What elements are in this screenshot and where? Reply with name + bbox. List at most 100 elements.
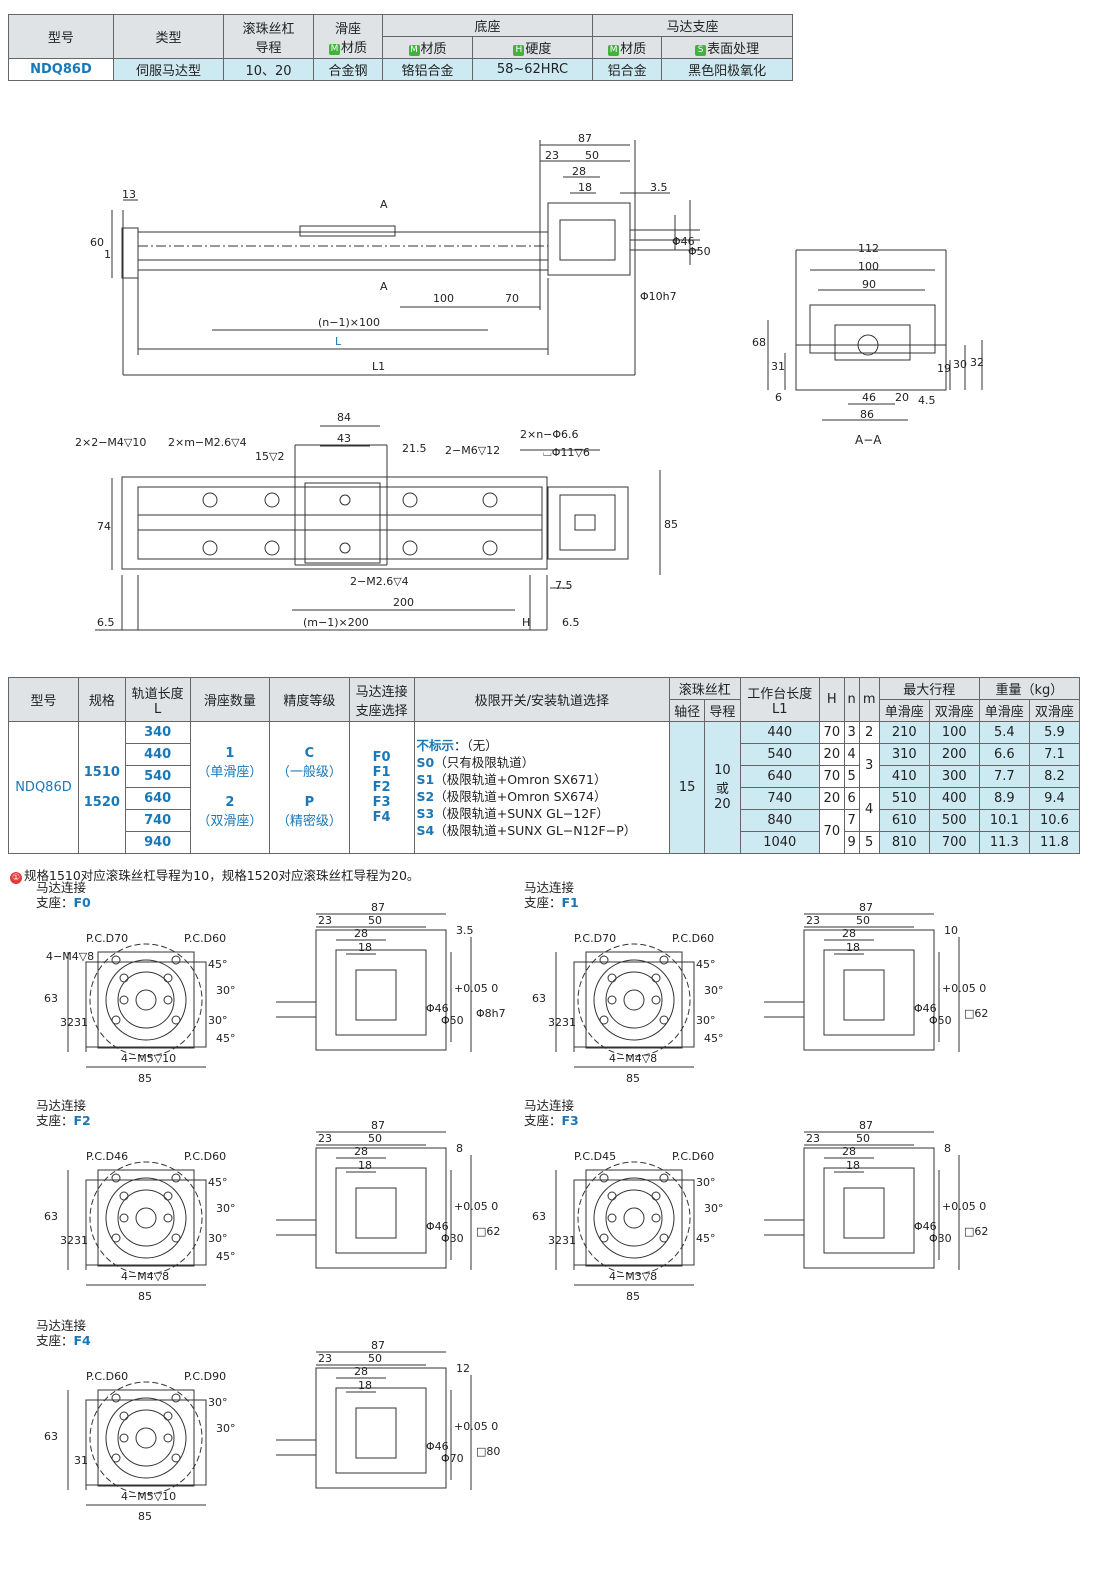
mount-title: 马达连接	[36, 1098, 87, 1113]
dim-label: 32	[60, 1016, 74, 1029]
surface-badge-icon: S	[695, 45, 707, 56]
hardness-badge-icon: H	[513, 45, 525, 56]
dim-label: □62	[964, 1225, 988, 1238]
o-s1-5: 810	[878, 831, 930, 854]
dim-18: 18	[578, 181, 592, 194]
dim-label: 63	[532, 1210, 546, 1223]
angle-label: 45°	[216, 1032, 236, 1045]
o-s1-1: 310	[878, 743, 930, 766]
mount-code: F4	[73, 1333, 91, 1348]
o-L1-2: 640	[739, 765, 821, 788]
dim-label: +0.05 0	[454, 982, 498, 995]
o-hdr-w-single: 单滑座	[978, 699, 1030, 722]
row-model: NDQ86D	[8, 58, 114, 81]
dim-label: 8	[944, 1142, 951, 1155]
o-hdr-n: n	[843, 677, 860, 722]
dim-s20: 20	[895, 391, 909, 404]
o-H-1: 20	[819, 743, 845, 766]
dim-label: 23	[806, 1132, 820, 1145]
mount-view-title: 马达连接支座：F1	[524, 880, 579, 910]
o-hdr-lead: 导程	[704, 699, 741, 722]
dim-s6: 6	[775, 391, 782, 404]
dim-4-5: 4.5	[918, 394, 936, 407]
dim-86: 86	[860, 408, 874, 421]
row-mount-surface: 黑色阳极氧化	[661, 58, 793, 81]
mount-title: 马达连接	[524, 880, 575, 895]
dim-112: 112	[858, 242, 879, 255]
o-hdr-shaft: 轴径	[668, 699, 706, 722]
dim-7-5: 7.5	[555, 579, 573, 592]
pcd-label: P.C.D60	[184, 932, 226, 945]
mount-title: 马达连接	[36, 880, 87, 895]
o-limit-options: 不标示：（无） S0（只有极限轨道） S1（极限轨道+Omron SX671） …	[413, 721, 671, 854]
o-s1-2: 410	[878, 765, 930, 788]
dim-label: Φ46	[426, 1440, 449, 1453]
dim-68: 68	[752, 336, 766, 349]
dim-label: 12	[456, 1362, 470, 1375]
o-shaft: 15	[668, 721, 706, 854]
o-w2-5: 11.8	[1028, 831, 1081, 854]
dim-label: 18	[358, 1159, 372, 1172]
callout-m6: 2−M6▽12	[445, 444, 500, 457]
dim-label: Φ30	[929, 1232, 952, 1245]
dim-label: 28	[354, 1365, 368, 1378]
dim-label: +0.05 0	[942, 1200, 986, 1213]
dim-label: 63	[532, 992, 546, 1005]
dim-74: 74	[97, 520, 111, 533]
limit-option: S0（只有极限轨道）	[416, 754, 535, 770]
dim-label: □62	[476, 1225, 500, 1238]
dim-label: 31	[74, 1234, 88, 1247]
dim-23: 23	[545, 149, 559, 162]
mount-subtitle: 支座：F1	[524, 895, 579, 910]
dim-85: 85	[664, 518, 678, 531]
o-s2-4: 500	[928, 809, 980, 832]
dim-43: 43	[337, 432, 351, 445]
dim-label: 31	[74, 1454, 88, 1467]
o-hdr-double: 双滑座	[928, 699, 980, 722]
angle-label: 45°	[208, 1176, 228, 1189]
mount-view-title: 马达连接支座：F0	[36, 880, 91, 910]
dim-label: 87	[859, 901, 873, 914]
o-hdr-mount: 马达连接支座选择	[348, 677, 415, 722]
mount-view-title: 马达连接支座：F4	[36, 1318, 91, 1348]
row-slider-material: 合金钢	[312, 58, 384, 81]
o-w1-5: 11.3	[978, 831, 1030, 854]
dim-phi46: Φ46	[672, 235, 695, 248]
o-rail-4: 740	[124, 809, 191, 832]
o-m-5: 5	[858, 831, 880, 854]
angle-label: 45°	[696, 1232, 716, 1245]
section-a-bottom: A	[380, 280, 388, 293]
o-rail-5: 940	[124, 831, 191, 854]
dim-label: Φ46	[914, 1002, 937, 1015]
pcd-label: P.C.D60	[86, 1370, 128, 1383]
pcd-label: P.C.D45	[574, 1150, 616, 1163]
dim-L: L	[335, 335, 342, 348]
angle-label: 45°	[696, 958, 716, 971]
section-a-top: A	[380, 198, 388, 211]
o-rail-1: 440	[124, 743, 191, 766]
pcd-label: P.C.D90	[184, 1370, 226, 1383]
dim-m-200: (m−1)×200	[303, 616, 369, 629]
hdr-type: 类型	[112, 14, 225, 59]
dim-label: 28	[842, 927, 856, 940]
row-mount-material: 铝合金	[591, 58, 663, 81]
o-H-3: 20	[819, 787, 845, 810]
mount-subtitle: 支座：F4	[36, 1333, 91, 1348]
o-s2-3: 400	[928, 787, 980, 810]
o-m-1: 3	[858, 743, 880, 788]
dim-label: 50	[856, 914, 870, 927]
dim-label: 23	[318, 1132, 332, 1145]
mount-code: F1	[561, 895, 579, 910]
mount-title: 马达连接	[36, 1318, 87, 1333]
mount-view-title: 马达连接支座：F2	[36, 1098, 91, 1128]
o-H-4: 70	[819, 809, 845, 854]
dim-label: 32	[548, 1234, 562, 1247]
dim-label: 28	[354, 1145, 368, 1158]
pcd-label: P.C.D46	[86, 1150, 128, 1163]
dim-label: 3.5	[456, 924, 474, 937]
